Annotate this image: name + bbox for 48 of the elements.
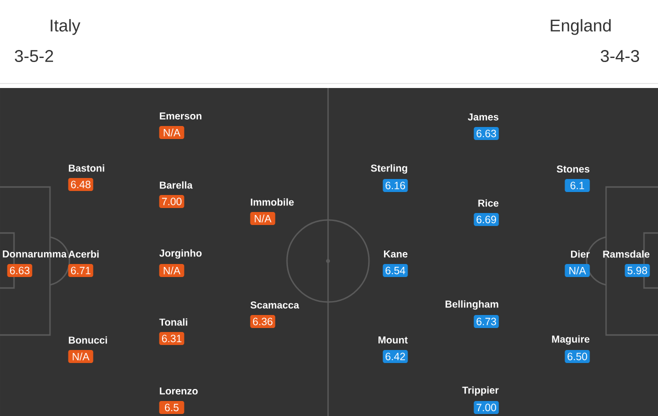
rating-badge: N/A bbox=[250, 212, 276, 225]
rating-badge: 6.48 bbox=[68, 178, 94, 191]
player-name: James bbox=[468, 114, 498, 120]
rating-badge: N/A bbox=[564, 264, 590, 277]
player-name: Ramsdale bbox=[603, 250, 650, 258]
player-name: Stones bbox=[556, 165, 590, 173]
player-name: Kane bbox=[384, 250, 408, 258]
player-name: Scamacca bbox=[250, 301, 300, 309]
rating-badge: 7.00 bbox=[474, 401, 499, 414]
player-name: Dier bbox=[571, 250, 590, 258]
player-name: Acerbi bbox=[68, 250, 99, 258]
player-name: Emerson bbox=[160, 112, 202, 120]
player-name: Bellingham bbox=[446, 300, 498, 310]
rating-badge: 6.50 bbox=[564, 350, 590, 363]
rating-badge: 7.00 bbox=[159, 195, 184, 208]
player-name: Donnarumma bbox=[2, 250, 67, 258]
rating-badge: 6.36 bbox=[250, 315, 276, 328]
player-name: Barella bbox=[160, 181, 193, 189]
rating-badge: 6.31 bbox=[159, 332, 184, 345]
player-name: Bastoni bbox=[68, 164, 104, 172]
player-name: Immobile bbox=[250, 198, 294, 206]
rating-badge: 6.42 bbox=[382, 350, 408, 363]
player-name: Tonali bbox=[159, 318, 188, 326]
rating-badge: 6.1 bbox=[564, 179, 590, 192]
player-name: Rice bbox=[478, 199, 498, 207]
rating-badge: 5.98 bbox=[624, 264, 650, 277]
rating-badge: 6.71 bbox=[68, 264, 94, 277]
player-name: Maguire bbox=[552, 335, 590, 345]
rating-badge: 6.16 bbox=[382, 179, 408, 192]
rating-badge: N/A bbox=[68, 350, 94, 363]
rating-badge: 6.69 bbox=[474, 213, 499, 226]
rating-badge: 6.5 bbox=[159, 401, 184, 414]
player-name: Jorginho bbox=[159, 249, 202, 259]
player-name: Mount bbox=[378, 336, 408, 344]
rating-badge: 6.63 bbox=[7, 264, 32, 277]
player-name: Sterling bbox=[370, 164, 408, 174]
rating-badge: 6.54 bbox=[382, 264, 408, 277]
rating-badge: 6.63 bbox=[474, 127, 499, 140]
player-name: Bonucci bbox=[68, 336, 107, 344]
formation-label: 3-5-2 bbox=[14, 50, 54, 62]
team-name: Italy bbox=[50, 19, 80, 35]
player-name: Lorenzo bbox=[160, 388, 198, 394]
rating-badge: 6.73 bbox=[474, 315, 499, 328]
rating-badge: N/A bbox=[159, 264, 184, 277]
team-name: England bbox=[550, 19, 611, 35]
formation-label: 3-4-3 bbox=[600, 50, 640, 62]
player-name: Trippier bbox=[462, 386, 499, 396]
rating-badge: N/A bbox=[159, 126, 184, 139]
